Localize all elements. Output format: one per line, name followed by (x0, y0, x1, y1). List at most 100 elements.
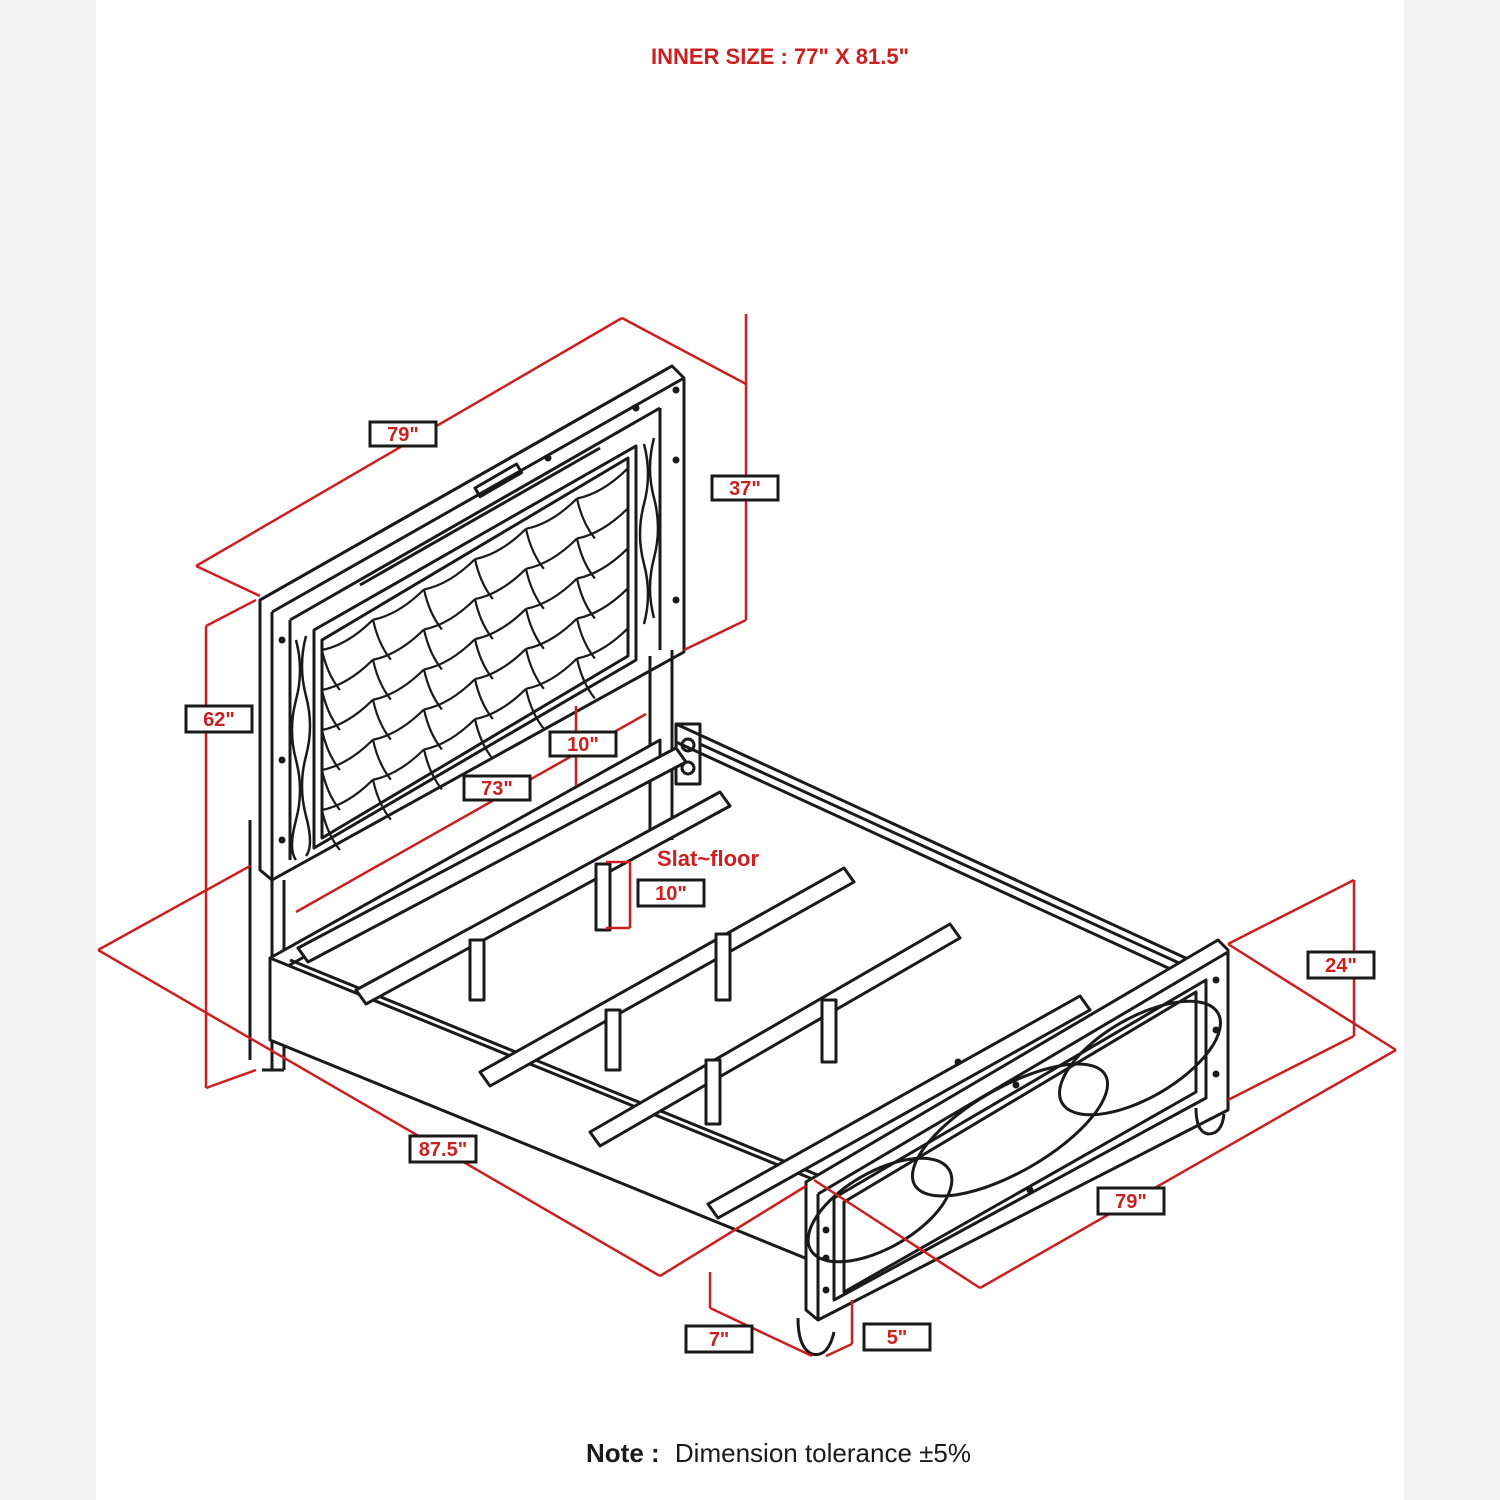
svg-text:79": 79" (1115, 1191, 1147, 1213)
tuft-arc (371, 619, 392, 661)
svg-text:7": 7" (709, 1329, 730, 1351)
tuft-arc (576, 547, 629, 580)
label-slat-to-floor: Slat~floor 10" (636, 846, 760, 908)
bolt-dots (278, 386, 1220, 1294)
tuft-arc (524, 608, 545, 650)
slat-support-leg (594, 862, 612, 932)
note-label: Note : (586, 1438, 660, 1468)
tuft-arc (422, 629, 443, 671)
tuft-arc (320, 649, 341, 691)
tuft-arc (576, 507, 629, 540)
slat (588, 922, 962, 1148)
tuft-arc (371, 739, 392, 781)
tuft-arc (423, 598, 476, 631)
tuft-arc (371, 659, 392, 701)
svg-text:Note : Dimension toleran: Note : Dimension tolerance ±5% (586, 1438, 971, 1468)
tuft-arc (320, 769, 341, 811)
label-headboard-width: 79" (368, 420, 438, 448)
svg-text:79": 79" (387, 424, 419, 446)
tuft-arc (525, 497, 578, 530)
label-foot-depth: 7" (684, 1324, 754, 1354)
tuft-arc (423, 678, 476, 711)
inner-size-title: INNER SIZE : 77" X 81.5" (651, 44, 909, 69)
svg-text:24": 24" (1325, 955, 1357, 977)
label-foot-height: 5" (862, 1322, 932, 1352)
slat-support-leg (604, 1008, 622, 1072)
tuft-arc (371, 699, 392, 741)
slat-support-leg (714, 932, 732, 1002)
tuft-arc (474, 528, 527, 561)
tuft-arc (524, 688, 545, 730)
label-footboard-height: 24" (1306, 950, 1376, 980)
tuft-arc (321, 698, 374, 732)
svg-text:Slat~floor: Slat~floor (657, 846, 760, 871)
tuft-arc (525, 657, 578, 690)
label-footboard-width: 79" (1096, 1186, 1166, 1216)
svg-text:73": 73" (481, 778, 513, 800)
tuft-arc (525, 617, 578, 650)
headboard (248, 364, 686, 1072)
slat-support-leg (468, 938, 486, 1002)
tuft-arc (320, 729, 341, 771)
tuft-arc (473, 678, 494, 720)
tuft-arc (422, 709, 443, 751)
tuft-arc (575, 578, 596, 620)
tuft-arc (321, 738, 374, 772)
bed-drawing (248, 364, 1230, 1357)
slat-support-leg (820, 998, 838, 1064)
tuft-arc (372, 668, 425, 701)
tuft-arc (422, 749, 443, 791)
tuft-arc (576, 587, 629, 620)
tuft-arc (423, 638, 476, 671)
tuft-arc (473, 718, 494, 760)
dimension-labels: 79" 37" 62" 10" 73" Slat~floor 10" 24" (184, 420, 1376, 1354)
tuft-arc (422, 669, 443, 711)
tuft-arc (524, 528, 545, 570)
slat (706, 994, 1092, 1220)
tuft-arc (473, 558, 494, 600)
tolerance-note: Note : Dimension tolerance ±5% (586, 1438, 971, 1468)
headboard-ornament (290, 437, 660, 861)
tuft-arc (372, 628, 425, 661)
tuft-arc (321, 778, 374, 812)
tuft-arc (474, 568, 527, 601)
note-text: Dimension tolerance ±5% (675, 1438, 971, 1468)
tuft-arc (372, 708, 425, 741)
tuft-arc (473, 638, 494, 680)
tuft-arc (473, 598, 494, 640)
footboard (796, 938, 1230, 1357)
tuft-arc (372, 588, 425, 621)
tuft-arc (474, 648, 527, 681)
tuft-arc (525, 537, 578, 570)
slat (296, 746, 688, 964)
slat (354, 790, 732, 1006)
svg-text:5": 5" (887, 1327, 908, 1349)
label-headboard-height: 37" (710, 474, 780, 502)
tuft-arc (576, 627, 629, 660)
tuft-arc (423, 558, 476, 591)
tuft-arc (320, 689, 341, 731)
tuft-arc (321, 658, 374, 692)
svg-text:10": 10" (567, 734, 599, 756)
tuft-arc (524, 648, 545, 690)
tuft-arc (575, 658, 596, 700)
slat-support-leg (704, 1058, 722, 1126)
label-overall-length: 87.5" (408, 1134, 478, 1164)
tuft-arc (372, 748, 425, 781)
tuft-arc (575, 538, 596, 580)
tuft-arc (320, 809, 341, 851)
tuft-arc (371, 779, 392, 821)
tuft-arc (575, 618, 596, 660)
tuft-arc (474, 608, 527, 641)
label-slat-height: 10" (548, 730, 618, 758)
label-inner-rail-width: 73" (462, 774, 532, 802)
tuft-arc (474, 688, 527, 721)
svg-text:10": 10" (655, 883, 687, 905)
slats (296, 746, 1092, 1220)
tuft-arc (422, 589, 443, 631)
tuft-arc (575, 498, 596, 540)
tuft-arc (576, 467, 629, 500)
svg-text:87.5": 87.5" (419, 1139, 467, 1161)
tuft-arc (423, 718, 476, 751)
